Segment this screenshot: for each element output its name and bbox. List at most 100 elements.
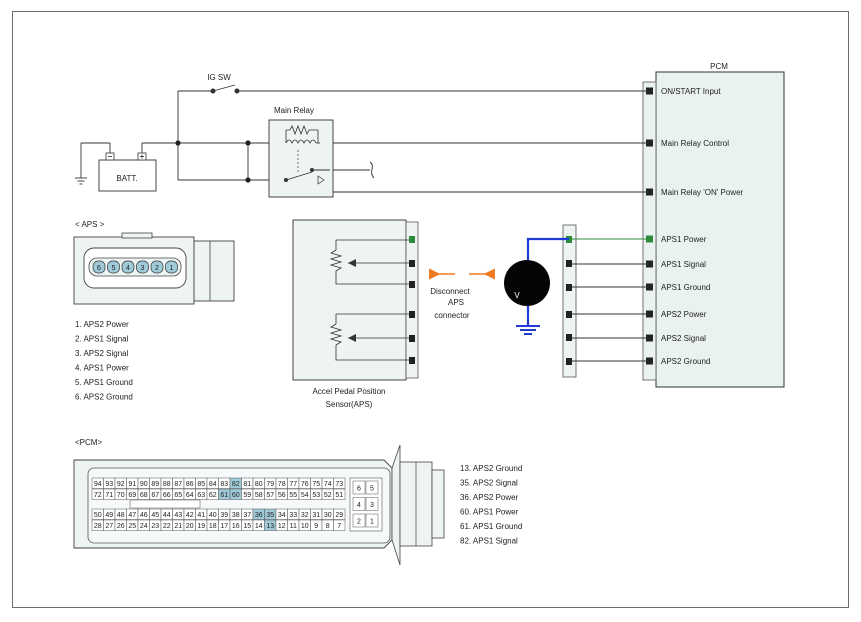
pcm-small-pin-number: 4 bbox=[357, 502, 361, 509]
pcm-pin-number: 42 bbox=[186, 512, 194, 519]
pcm-pin-description: 61. APS1 Ground bbox=[460, 522, 522, 531]
pcm-terminal-label: APS2 Power bbox=[661, 310, 707, 319]
pcm-pin-number: 22 bbox=[163, 523, 171, 530]
pcm-pin-number: 31 bbox=[312, 512, 320, 519]
pcm-pin-number: 20 bbox=[186, 523, 194, 530]
aps-pin-number: 3 bbox=[141, 265, 145, 272]
aps-sensor: Accel Pedal Position Sensor(APS) bbox=[292, 219, 419, 409]
pcm-small-pin-number: 5 bbox=[370, 486, 374, 493]
pcm-pin-number: 43 bbox=[174, 512, 182, 519]
aps-pin-number: 5 bbox=[112, 265, 116, 272]
pcm-pin-cell bbox=[333, 519, 346, 531]
pcm-pin-number: 76 bbox=[301, 481, 309, 488]
pcm-small-pin bbox=[352, 497, 366, 511]
pcm-pin-number: 69 bbox=[128, 492, 136, 499]
aps-connector-title: < APS > bbox=[75, 220, 105, 229]
pcm-pin-number: 41 bbox=[197, 512, 205, 519]
pcm-pin-description: 13. APS2 Ground bbox=[460, 464, 522, 473]
pcm-pin-number: 23 bbox=[151, 523, 159, 530]
pcm-pin-number: 29 bbox=[335, 512, 343, 519]
pcm-pin-number: 11 bbox=[290, 523, 297, 530]
pcm-pin-description: 60. APS1 Power bbox=[460, 508, 519, 517]
pcm-pin-number: 84 bbox=[209, 481, 217, 488]
pcm-pin-number: 40 bbox=[209, 512, 217, 519]
pcm-pin-number: 80 bbox=[255, 481, 263, 488]
ig-switch: IG SW bbox=[207, 73, 240, 94]
pcm-pin-number: 28 bbox=[94, 523, 102, 530]
pcm-pin-number: 66 bbox=[163, 492, 171, 499]
pcm-terminal-pin bbox=[646, 188, 653, 196]
aps-pin-description: 4. APS1 Power bbox=[75, 364, 129, 373]
pcm-pin-number: 8 bbox=[326, 523, 330, 530]
pcm-body bbox=[655, 71, 785, 388]
pcm-terminal-label: APS2 Ground bbox=[661, 357, 710, 366]
battery: BATT. bbox=[98, 152, 157, 192]
pcm-pin-description: 36. APS2 Power bbox=[460, 493, 519, 502]
pcm-pin-number: 53 bbox=[312, 492, 320, 499]
pcm-small-pin bbox=[365, 480, 379, 495]
disconnect-label-1: Disconnect bbox=[430, 287, 470, 296]
pcm-pin-number: 56 bbox=[278, 492, 286, 499]
pcm-pin-number: 60 bbox=[232, 492, 240, 499]
disconnect-label-2: APS bbox=[448, 298, 464, 307]
aps-pin bbox=[92, 260, 106, 274]
pcm-terminal-label: Main Relay Control bbox=[661, 139, 729, 148]
aps-pin bbox=[107, 260, 120, 274]
pcm-pin-number: 35 bbox=[266, 512, 274, 519]
pcm-terminal-pin bbox=[646, 283, 653, 291]
pcm-pin-number: 90 bbox=[140, 481, 148, 488]
pcm-pin-number: 36 bbox=[255, 512, 263, 519]
pcm-pin-number: 93 bbox=[105, 481, 113, 488]
pcm-pin-number: 17 bbox=[220, 523, 228, 530]
pcm-small-pin bbox=[352, 480, 366, 495]
voltmeter: V bbox=[504, 237, 569, 335]
pcm-pin-number: 38 bbox=[232, 512, 240, 519]
pcm-pin-number: 67 bbox=[151, 492, 159, 499]
pcm-pin-number: 48 bbox=[117, 512, 125, 519]
aps-pin bbox=[121, 260, 135, 274]
pcm-pin-number: 61 bbox=[220, 492, 228, 499]
pcm-pin-number: 9 bbox=[314, 523, 318, 530]
pcm-pin-number: 85 bbox=[197, 481, 205, 488]
pcm-pin-number: 57 bbox=[266, 492, 274, 499]
diagram-frame bbox=[12, 11, 849, 608]
pcm-terminal-pin bbox=[646, 235, 653, 243]
pcm-pin-number: 88 bbox=[163, 481, 171, 488]
pcm-pin-number: 87 bbox=[174, 481, 182, 488]
aps-pin bbox=[150, 260, 164, 274]
pcm-pin-number: 77 bbox=[289, 481, 297, 488]
pcm-pin-number: 21 bbox=[174, 523, 182, 530]
harness-connector bbox=[562, 224, 648, 378]
pcm-pin-number: 89 bbox=[151, 481, 159, 488]
pcm-pin-number: 72 bbox=[94, 492, 102, 499]
disconnect-indicator: Disconnect APS connector bbox=[429, 268, 495, 320]
ig-switch-label: IG SW bbox=[207, 73, 231, 82]
pcm-pin-number: 52 bbox=[324, 492, 332, 499]
pcm-pin-number: 39 bbox=[220, 512, 228, 519]
pcm-pin-number: 74 bbox=[324, 481, 332, 488]
pcm-pin-number: 71 bbox=[105, 492, 113, 499]
pcm-pin-number: 33 bbox=[289, 512, 297, 519]
sensor-label-1: Accel Pedal Position bbox=[313, 387, 386, 396]
aps-pin-number: 2 bbox=[155, 265, 159, 272]
pcm-pin-number: 55 bbox=[289, 492, 297, 499]
aps-pin-description: 1. APS2 Power bbox=[75, 320, 129, 329]
main-relay-label: Main Relay bbox=[274, 106, 314, 115]
pcm-pin-number: 82 bbox=[232, 481, 240, 488]
pcm-pin-number: 65 bbox=[174, 492, 182, 499]
pcm-pin-number: 15 bbox=[243, 523, 251, 530]
pcm-pin-cell bbox=[333, 477, 346, 489]
pcm-pin-number: 16 bbox=[232, 523, 240, 530]
aps-pin-number: 4 bbox=[126, 265, 130, 272]
pcm-pin-number: 54 bbox=[301, 492, 309, 499]
pcm-pin-number: 51 bbox=[335, 492, 343, 499]
pcm-pin-number: 81 bbox=[243, 481, 251, 488]
pcm-pin-number: 30 bbox=[324, 512, 332, 519]
pcm-pin-number: 70 bbox=[117, 492, 125, 499]
pcm-pin-number: 34 bbox=[278, 512, 286, 519]
pcm-pin-number: 24 bbox=[140, 523, 148, 530]
pcm-terminal-label: APS1 Power bbox=[661, 235, 707, 244]
pcm-pin-number: 62 bbox=[209, 492, 217, 499]
